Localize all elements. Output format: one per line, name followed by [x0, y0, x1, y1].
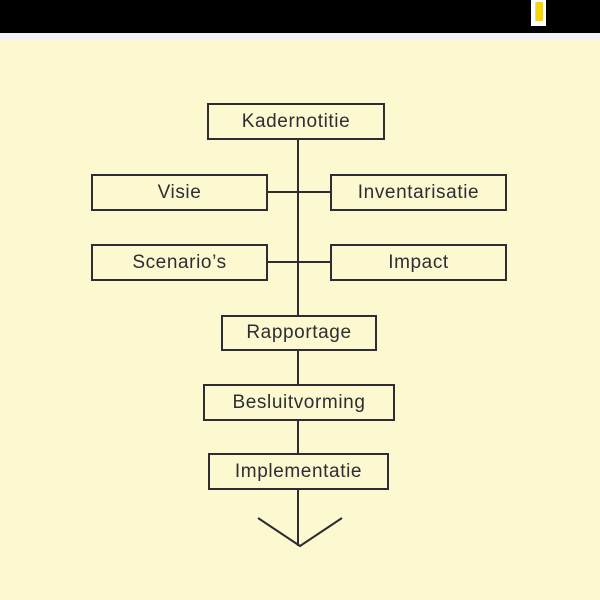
app-logo [531, 0, 546, 26]
node-impact: Impact [330, 244, 507, 281]
node-scenarios: Scenario’s [91, 244, 268, 281]
window-edge-strip [0, 33, 600, 40]
node-inventarisatie: Inventarisatie [330, 174, 507, 211]
down-arrow-icon [257, 517, 343, 548]
node-rapportage: Rapportage [221, 315, 377, 351]
node-kadernotitie: Kadernotitie [207, 103, 385, 140]
text-cursor-icon [535, 2, 543, 21]
node-besluitvorming: Besluitvorming [203, 384, 395, 421]
node-implementatie: Implementatie [208, 453, 389, 490]
node-visie: Visie [91, 174, 268, 211]
top-black-bar [0, 0, 600, 33]
